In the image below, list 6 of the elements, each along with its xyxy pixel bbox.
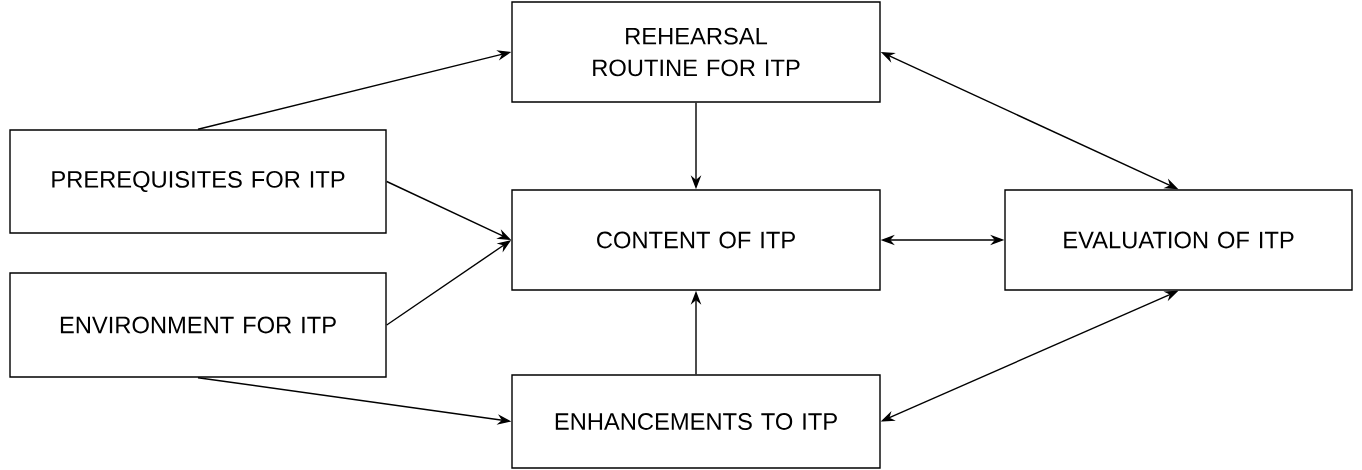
process-box: CONTENT OF ITP (511, 189, 881, 291)
process-box: ENVIRONMENT FOR ITP (9, 272, 387, 378)
process-box: ENHANCEMENTS TO ITP (511, 374, 881, 469)
process-box: EVALUATION OF ITP (1004, 189, 1353, 291)
process-box: REHEARSAL ROUTINE FOR ITP (511, 1, 881, 103)
process-box: PREREQUISITES FOR ITP (9, 129, 387, 234)
